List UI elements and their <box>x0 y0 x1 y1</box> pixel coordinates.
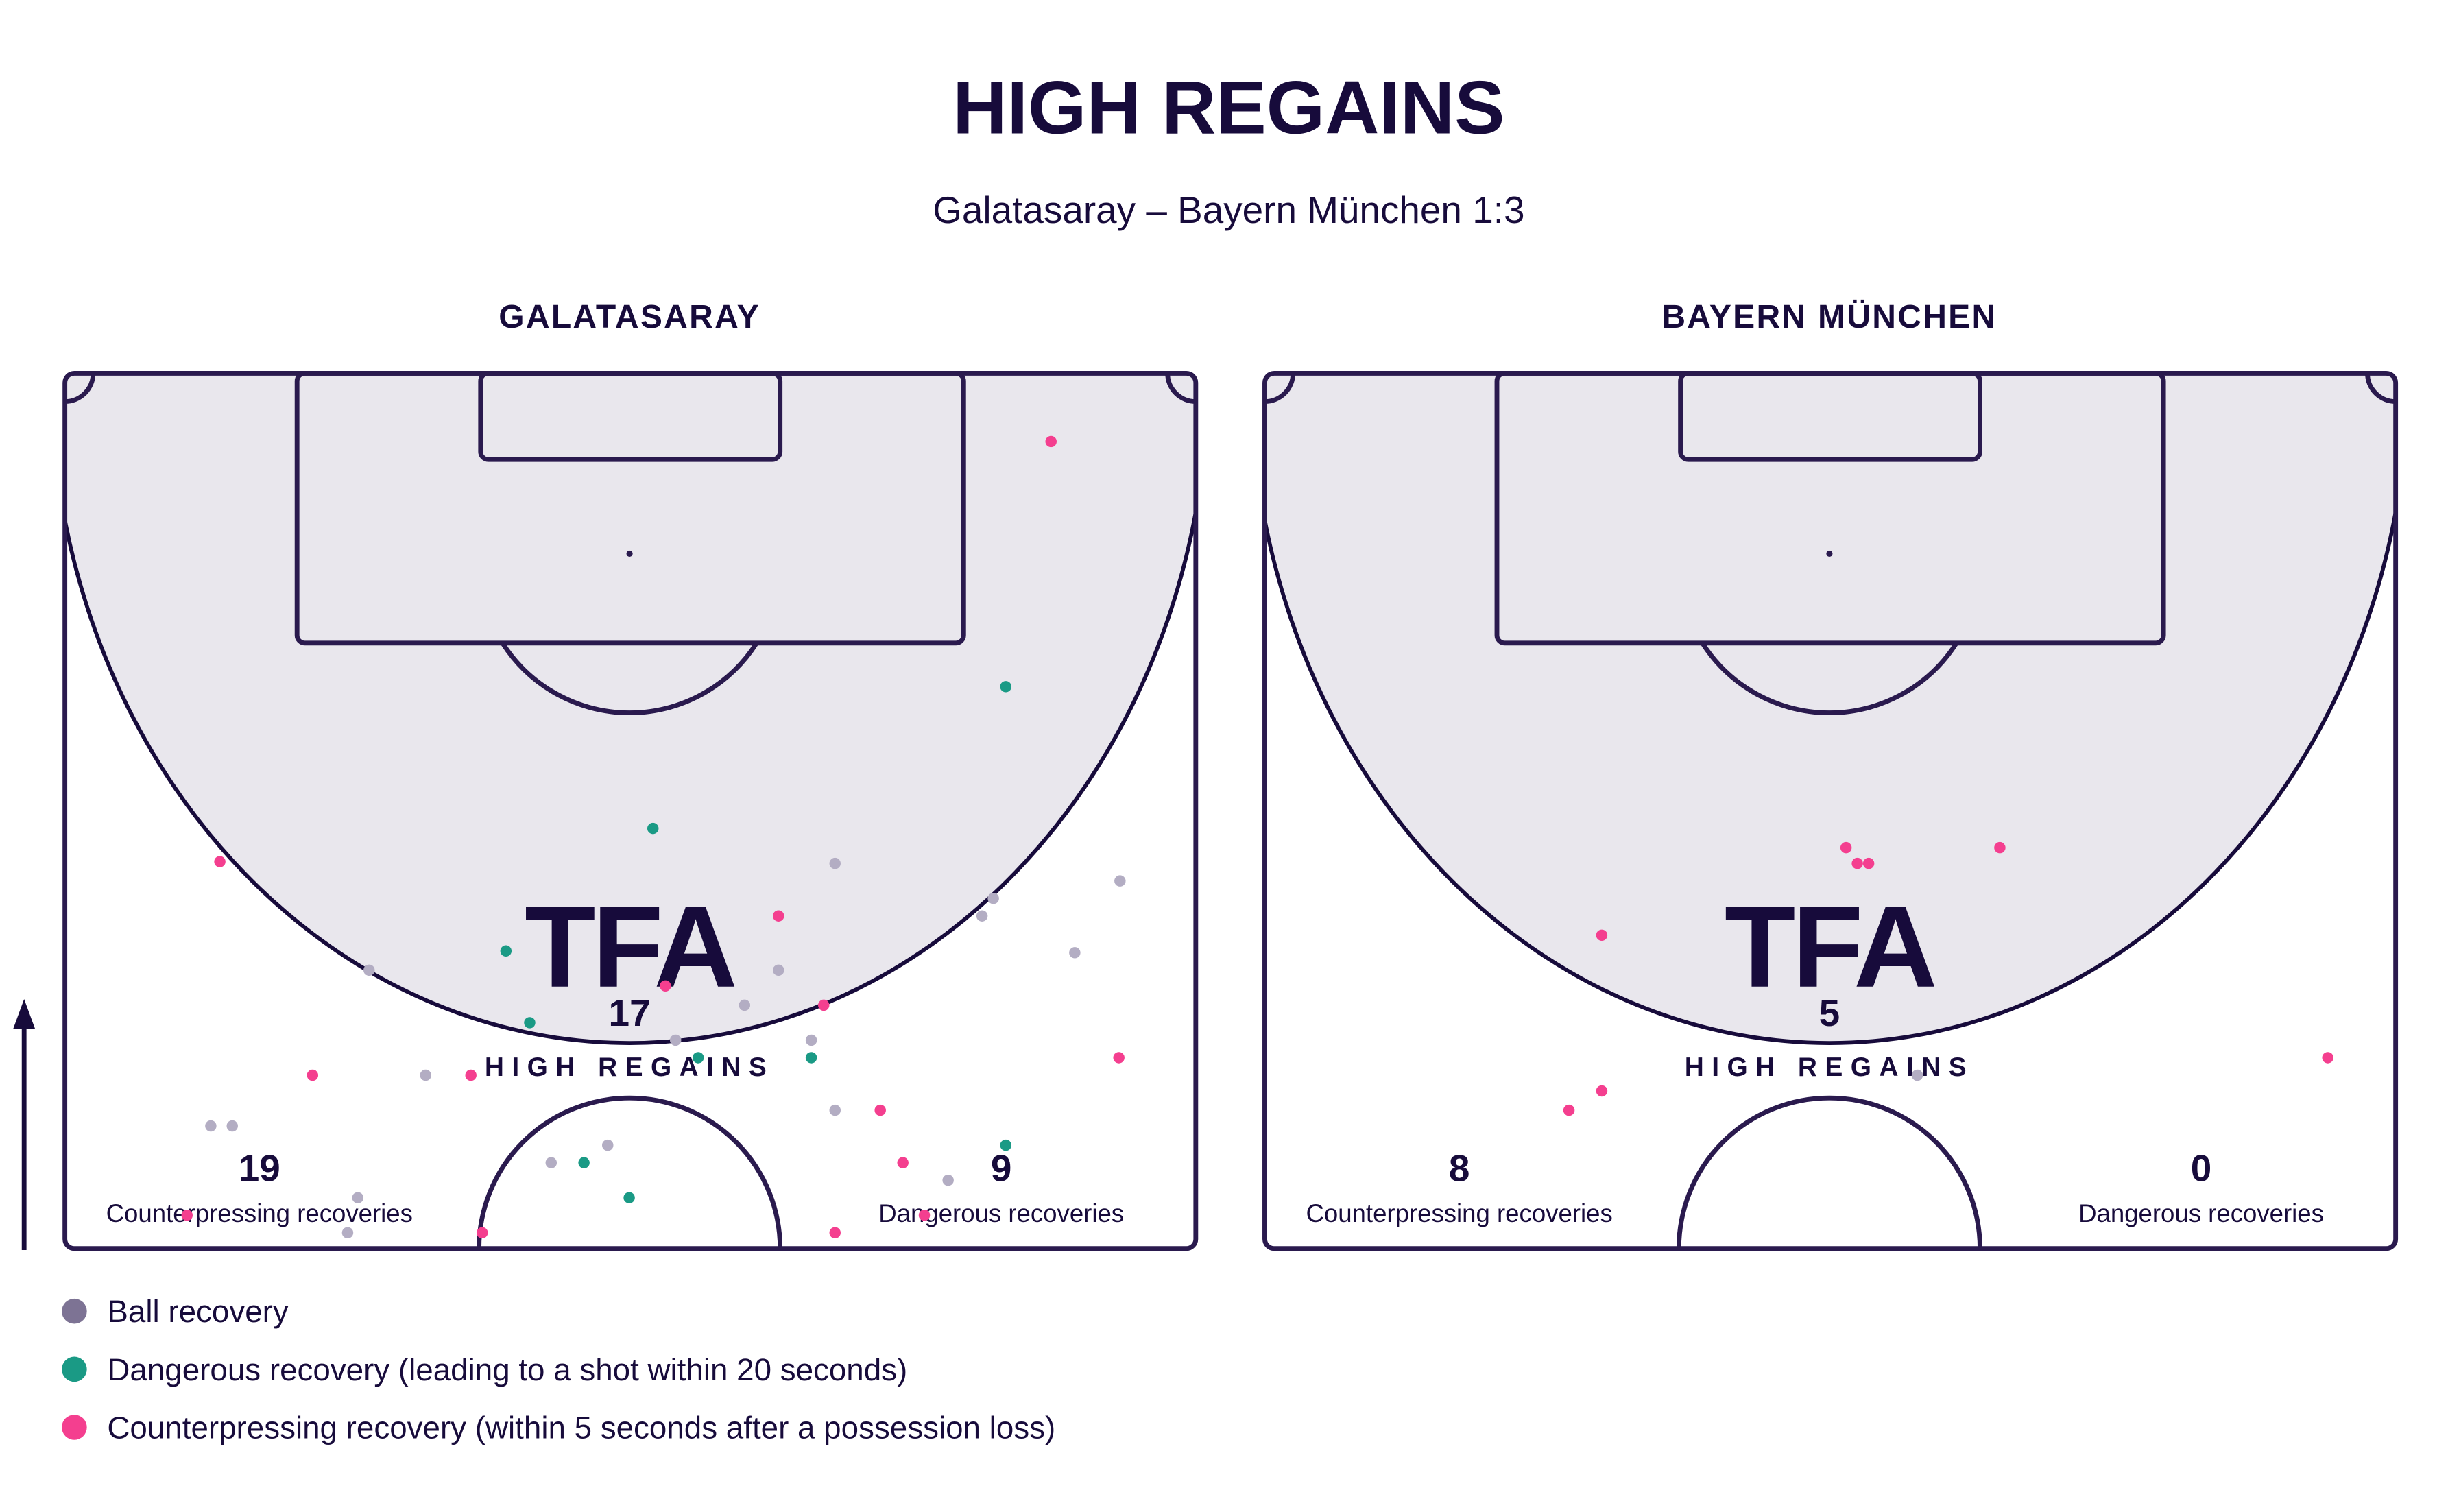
legend-label: Dangerous recovery (leading to a shot wi… <box>107 1352 907 1387</box>
ball-recovery-point <box>942 1174 954 1186</box>
legend: Ball recovery Dangerous recovery (leadin… <box>62 1294 1055 1445</box>
legend-dot-dangerous <box>62 1356 87 1382</box>
counterpressing-recovery-point <box>829 1227 841 1238</box>
legend-dot-ball <box>62 1298 87 1324</box>
corner-arc-left <box>1264 373 1296 404</box>
counterpressing-recovery-point <box>307 1069 319 1081</box>
dangerous-count: 9 <box>991 1147 1012 1189</box>
counterpressing-recovery-point <box>874 1104 886 1116</box>
counterpressing-recovery-point <box>214 856 226 867</box>
legend-dot-counterpressing <box>62 1415 87 1440</box>
penalty-spot <box>626 550 633 557</box>
chart-title: HIGH REGAINS <box>952 66 1504 149</box>
dangerous-count: 0 <box>2191 1147 2212 1189</box>
legend-label: Ball recovery <box>107 1294 288 1329</box>
team-name: BAYERN MÜNCHEN <box>1661 299 1997 335</box>
pitch-outline <box>62 370 1199 1251</box>
legend-item-counterpressing: Counterpressing recovery (within 5 secon… <box>62 1410 1055 1445</box>
counterpressing-recovery-point <box>1862 857 1875 869</box>
ball-recovery-point <box>602 1139 614 1151</box>
ball-recovery-point <box>987 892 999 904</box>
counterpressing-recovery-point <box>2322 1052 2333 1064</box>
legend-item-ball: Ball recovery <box>62 1294 289 1329</box>
ball-recovery-point <box>205 1120 217 1132</box>
counterpressing-recovery-point <box>1851 857 1863 869</box>
ball-recovery-point <box>773 964 784 976</box>
counterpressing-recovery-point <box>773 910 784 922</box>
ball-recovery-point <box>976 910 988 922</box>
high-regain-zone <box>1264 373 2396 1045</box>
dangerous-recovery-point <box>1000 1139 1012 1151</box>
counterpressing-recovery-point <box>1113 1052 1125 1064</box>
counterpressing-label: Counterpressing recoveries <box>106 1199 413 1227</box>
counterpressing-recovery-point <box>465 1069 477 1081</box>
high-regains-count: 5 <box>1819 992 1840 1034</box>
ball-recovery-point <box>545 1157 557 1168</box>
dangerous-recovery-point <box>524 1017 536 1029</box>
counterpressing-recovery-point <box>476 1227 488 1238</box>
ball-recovery-point <box>352 1192 364 1203</box>
ball-recovery-point <box>829 857 841 869</box>
dangerous-recovery-point <box>692 1052 704 1064</box>
ball-recovery-point <box>805 1034 817 1046</box>
ball-recovery-point <box>226 1120 238 1132</box>
ball-recovery-point <box>1114 875 1126 887</box>
ball-recovery-point <box>669 1034 682 1046</box>
ball-recovery-point <box>420 1069 431 1081</box>
pitch-outline <box>1262 370 2399 1251</box>
legend-label: Counterpressing recovery (within 5 secon… <box>107 1410 1055 1445</box>
counterpressing-count: 19 <box>239 1147 280 1189</box>
counterpressing-recovery-point <box>1994 841 2006 854</box>
corner-arc-right <box>1165 373 1196 404</box>
high-regain-zone <box>64 373 1196 1045</box>
penalty-arc <box>1700 641 1959 715</box>
counterpressing-recovery-point <box>660 980 671 992</box>
dangerous-recovery-point <box>1000 681 1012 693</box>
high-regains-label: HIGH REGAINS <box>1685 1053 1974 1082</box>
center-circle <box>477 1095 783 1249</box>
tfa-logo: TFA <box>1725 882 1934 1011</box>
team-name: GALATASARAY <box>499 299 760 335</box>
ball-recovery-point <box>739 999 751 1011</box>
dangerous-recovery-point <box>578 1157 590 1168</box>
center-circle <box>1676 1095 1982 1249</box>
counterpressing-recovery-point <box>1840 841 1852 854</box>
legend-item-dangerous: Dangerous recovery (leading to a shot wi… <box>62 1352 907 1387</box>
counterpressing-recovery-point <box>1596 929 1608 941</box>
dangerous-recovery-point <box>647 822 659 835</box>
ball-recovery-point <box>1911 1069 1923 1081</box>
counterpressing-recovery-point <box>918 1209 931 1221</box>
attack-direction-arrow-icon <box>13 999 36 1251</box>
counterpressing-recovery-point <box>1045 435 1057 448</box>
counterpressing-recovery-point <box>181 1209 193 1221</box>
counterpressing-recovery-point <box>1563 1104 1575 1116</box>
high-regains-count: 17 <box>609 992 651 1034</box>
penalty-spot <box>1826 550 1833 557</box>
counterpressing-recovery-point <box>897 1157 909 1168</box>
counterpressing-recovery-point <box>818 999 830 1011</box>
ball-recovery-point <box>829 1104 841 1116</box>
ball-recovery-point <box>1069 947 1081 959</box>
tfa-logo: TFA <box>525 882 734 1011</box>
ball-recovery-point <box>341 1227 354 1238</box>
counterpressing-label: Counterpressing recoveries <box>1306 1199 1612 1227</box>
high-regains-label: HIGH REGAINS <box>485 1053 774 1082</box>
dangerous-recovery-point <box>805 1052 817 1064</box>
dangerous-label: Dangerous recoveries <box>878 1199 1124 1227</box>
counterpressing-count: 8 <box>1449 1147 1470 1189</box>
ball-recovery-point <box>363 964 375 976</box>
corner-arc-right <box>2365 373 2396 404</box>
penalty-arc <box>500 641 759 715</box>
dangerous-label: Dangerous recoveries <box>2078 1199 2324 1227</box>
dangerous-recovery-point <box>500 945 512 957</box>
dangerous-recovery-point <box>623 1192 635 1203</box>
corner-arc-left <box>64 373 96 404</box>
chart-subtitle: Galatasaray – Bayern München 1:3 <box>933 189 1524 231</box>
counterpressing-recovery-point <box>1596 1085 1608 1097</box>
